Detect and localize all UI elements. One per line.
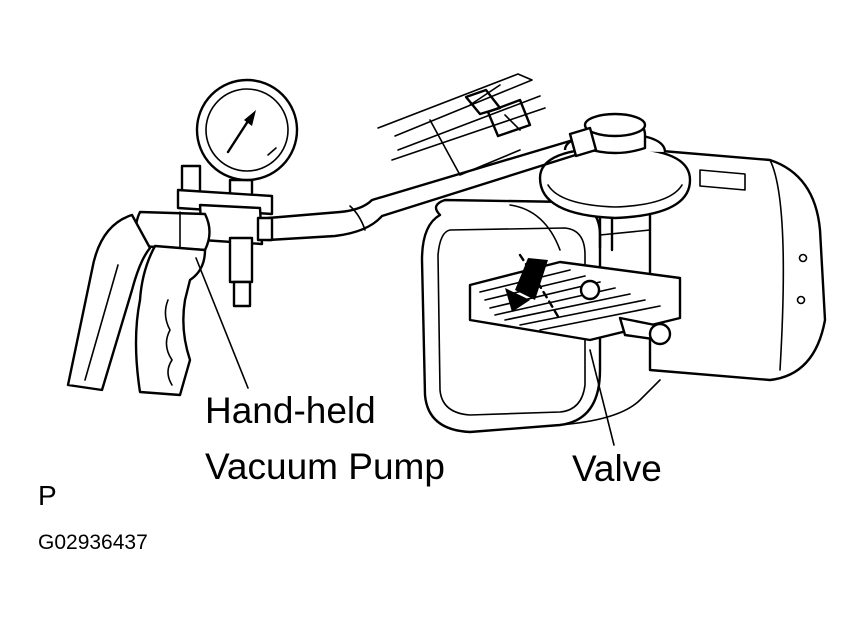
- leader-lines: [195, 257, 615, 446]
- pump-label-line1: Hand-held: [205, 390, 376, 431]
- vacuum-hose: [266, 126, 598, 242]
- figure-code: G02936437: [38, 531, 148, 554]
- hand-held-vacuum-pump: [66, 164, 274, 397]
- pump-leader-line: [195, 257, 249, 389]
- view-marker: P: [38, 480, 57, 511]
- valve-leader-line: [589, 349, 615, 446]
- valve-label: Valve: [572, 448, 662, 489]
- linkage-rods: [377, 73, 546, 176]
- pump-label-line2: Vacuum Pump: [205, 446, 445, 487]
- vacuum-actuator: [538, 112, 692, 252]
- throttle-body: [420, 148, 827, 434]
- pressure-gauge: [195, 78, 299, 200]
